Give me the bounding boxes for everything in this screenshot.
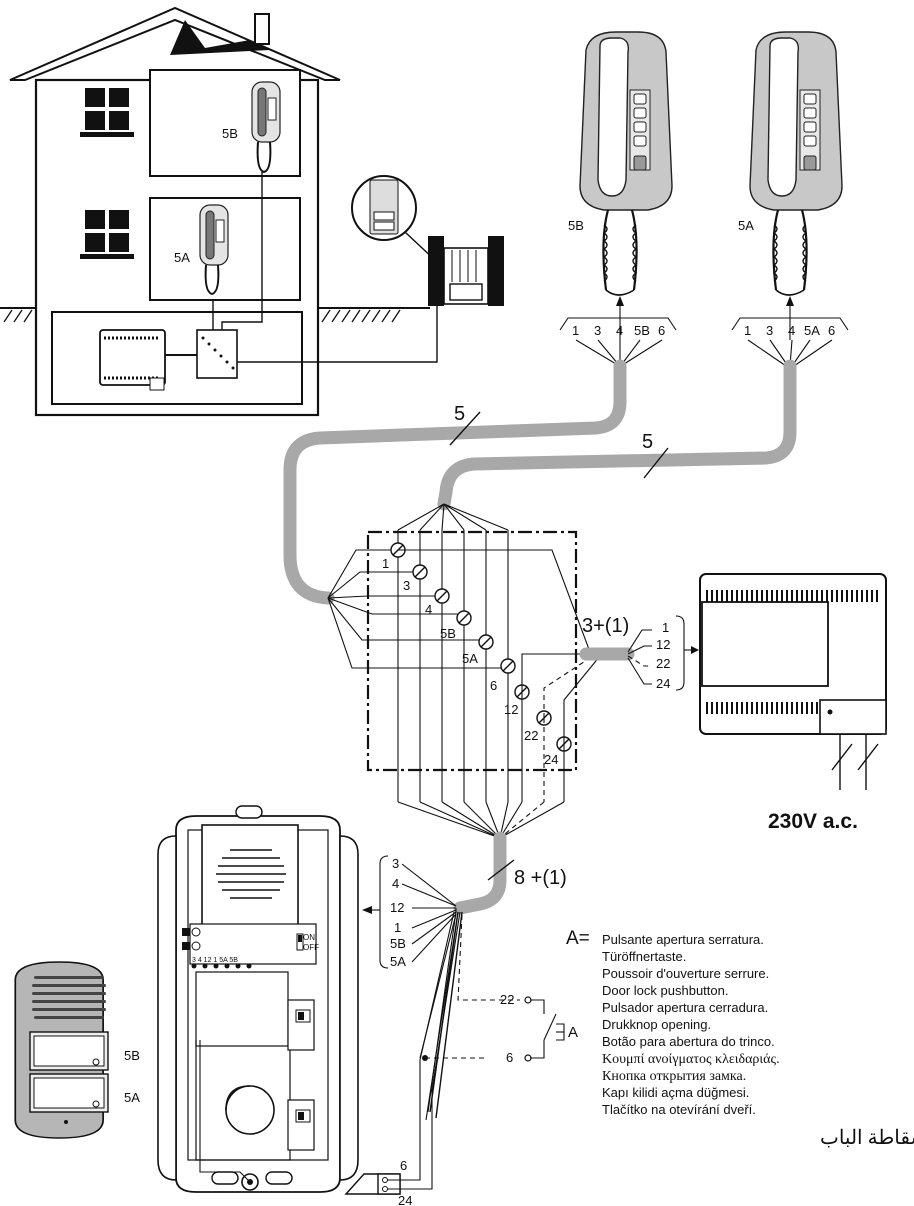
svg-text:3: 3 [403, 578, 410, 593]
legend-line: Pulsante apertura serratura. [602, 932, 764, 947]
handset-5b-terminals: 1 3 4 5B 6 [572, 323, 665, 338]
svg-text:5A: 5A [804, 323, 820, 338]
panel-wire-12: 12 [390, 900, 404, 915]
svg-text:3: 3 [594, 323, 601, 338]
cable-to-handset-5b [283, 359, 627, 605]
legend-line: Κουμπί ανοίγματος κλειδαριάς. [602, 1052, 780, 1067]
cable-b-count: 5 [642, 431, 653, 453]
door-panel-front [14, 961, 109, 1139]
cable-a-count: 5 [454, 403, 465, 425]
window-icon [80, 210, 134, 259]
svg-text:4: 4 [788, 323, 795, 338]
handset-small-5a [199, 204, 229, 296]
handset-5b-label: 5B [568, 218, 584, 233]
switch-off-label: OFF [303, 943, 319, 952]
power-supply-small [99, 329, 166, 391]
svg-text:5B: 5B [440, 626, 456, 641]
svg-text:1: 1 [382, 556, 389, 571]
legend-line: Kapı kilidi açma düğmesi. [602, 1085, 749, 1100]
svg-text:22: 22 [524, 728, 538, 743]
junction-box [366, 530, 578, 772]
legend-line-arabic: زرار فتح سقاطة الباب [820, 1127, 914, 1149]
panel-wire-5b: 5B [390, 936, 406, 951]
switch-icon [296, 933, 304, 951]
pushbutton-label: A [568, 1024, 578, 1041]
mains-voltage-label: 230V a.c. [768, 810, 858, 833]
handset-small-5b [251, 81, 281, 174]
power-cable-count: 3+(1) [582, 615, 629, 637]
panel-cable-count: 8 +(1) [514, 867, 567, 889]
junction-terminal-labels: 1 3 4 5B 5A 6 12 22 24 [382, 556, 558, 767]
panel-wire-3: 3 [392, 856, 399, 871]
panel-button-5b-label: 5B [124, 1048, 140, 1063]
house-illustration: 5B 5A [0, 6, 438, 417]
cable-to-handset-5a [437, 359, 797, 511]
board-terminal-labels: 3 4 12 1 5A 5B [192, 957, 238, 964]
lock-terminal-24: 24 [398, 1193, 412, 1206]
legend-line: Кнопка открытия замка. [602, 1069, 746, 1084]
legend-line: Türöffnertaste. [602, 949, 686, 964]
psu-terminal-22: 22 [656, 656, 670, 671]
svg-text:1: 1 [744, 323, 751, 338]
legend-line: Botão para abertura do trinco. [602, 1034, 775, 1049]
psu-terminal-1: 1 [662, 620, 669, 635]
svg-text:6: 6 [658, 323, 665, 338]
panel-wire-4: 4 [392, 876, 399, 891]
handset-5a-terminals: 1 3 4 5A 6 [744, 323, 835, 338]
psu-terminal-12: 12 [656, 637, 670, 652]
handset-5b [579, 31, 673, 296]
pushbutton-terminal-6: 6 [506, 1050, 513, 1065]
legend-line: Door lock pushbutton. [602, 983, 728, 998]
lock-terminal-6: 6 [400, 1158, 407, 1173]
window-icon [80, 88, 134, 137]
gate-illustration [351, 175, 504, 306]
cable-to-door-panel [453, 831, 507, 915]
legend: A= Pulsante apertura serratura. Türöffne… [566, 928, 914, 1149]
handset-5a-label: 5A [738, 218, 754, 233]
svg-text:24: 24 [544, 752, 558, 767]
svg-text:6: 6 [828, 323, 835, 338]
house-handset-label-bottom: 5A [174, 250, 190, 265]
electric-lock-icon [344, 1120, 433, 1195]
svg-text:4: 4 [425, 602, 432, 617]
handset-5a [749, 31, 843, 296]
legend-line: Poussoir d'ouverture serrure. [602, 966, 769, 981]
door-lock-pushbutton [524, 996, 565, 1062]
svg-text:4: 4 [616, 323, 623, 338]
psu-terminal-24: 24 [656, 676, 670, 691]
svg-text:1: 1 [572, 323, 579, 338]
panel-button-5a-label: 5A [124, 1090, 140, 1105]
house-handset-label-top: 5B [222, 126, 238, 141]
door-panel-inner: ON OFF 3 4 12 1 5A 5B [157, 805, 359, 1193]
svg-text:6: 6 [490, 678, 497, 693]
svg-text:5B: 5B [634, 323, 650, 338]
svg-text:3: 3 [766, 323, 773, 338]
panel-wire-5a: 5A [390, 954, 406, 969]
legend-line: Tlačítko na otevírání dveří. [602, 1102, 756, 1117]
pushbutton-terminal-22: 22 [500, 992, 514, 1007]
switch-on-label: ON [303, 933, 315, 942]
legend-line: Pulsador apertura cerradura. [602, 1000, 768, 1015]
svg-text:12: 12 [504, 702, 518, 717]
svg-text:5A: 5A [462, 651, 478, 666]
power-supply-unit [699, 573, 887, 790]
legend-key: A= [566, 928, 590, 949]
panel-wire-1: 1 [394, 920, 401, 935]
board-connector-icon [182, 927, 201, 951]
legend-line: Drukknop opening. [602, 1017, 711, 1032]
